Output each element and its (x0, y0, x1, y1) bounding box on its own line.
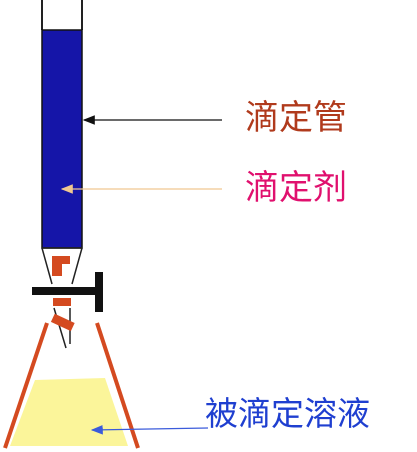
flask-left-wall (3, 322, 49, 449)
analyte-solution (10, 378, 128, 446)
burette-taper (41, 247, 83, 285)
stopcock-handle-stem (95, 272, 103, 312)
stopcock-horizontal-bar (32, 287, 102, 295)
flask-right-wall (95, 322, 140, 449)
analyte-pointer-arrow (90, 425, 209, 435)
burette (41, 0, 83, 285)
burette-tip-piece (50, 313, 75, 332)
analyte-label: 被滴定溶液 (205, 394, 370, 433)
stopcock-lower-piece (53, 298, 71, 306)
stopcock (32, 256, 103, 349)
titrant-label: 滴定剂 (245, 168, 347, 208)
burette-label: 滴定管 (245, 98, 347, 138)
titrant-liquid (41, 29, 83, 249)
stopcock-upper-piece (52, 256, 70, 276)
